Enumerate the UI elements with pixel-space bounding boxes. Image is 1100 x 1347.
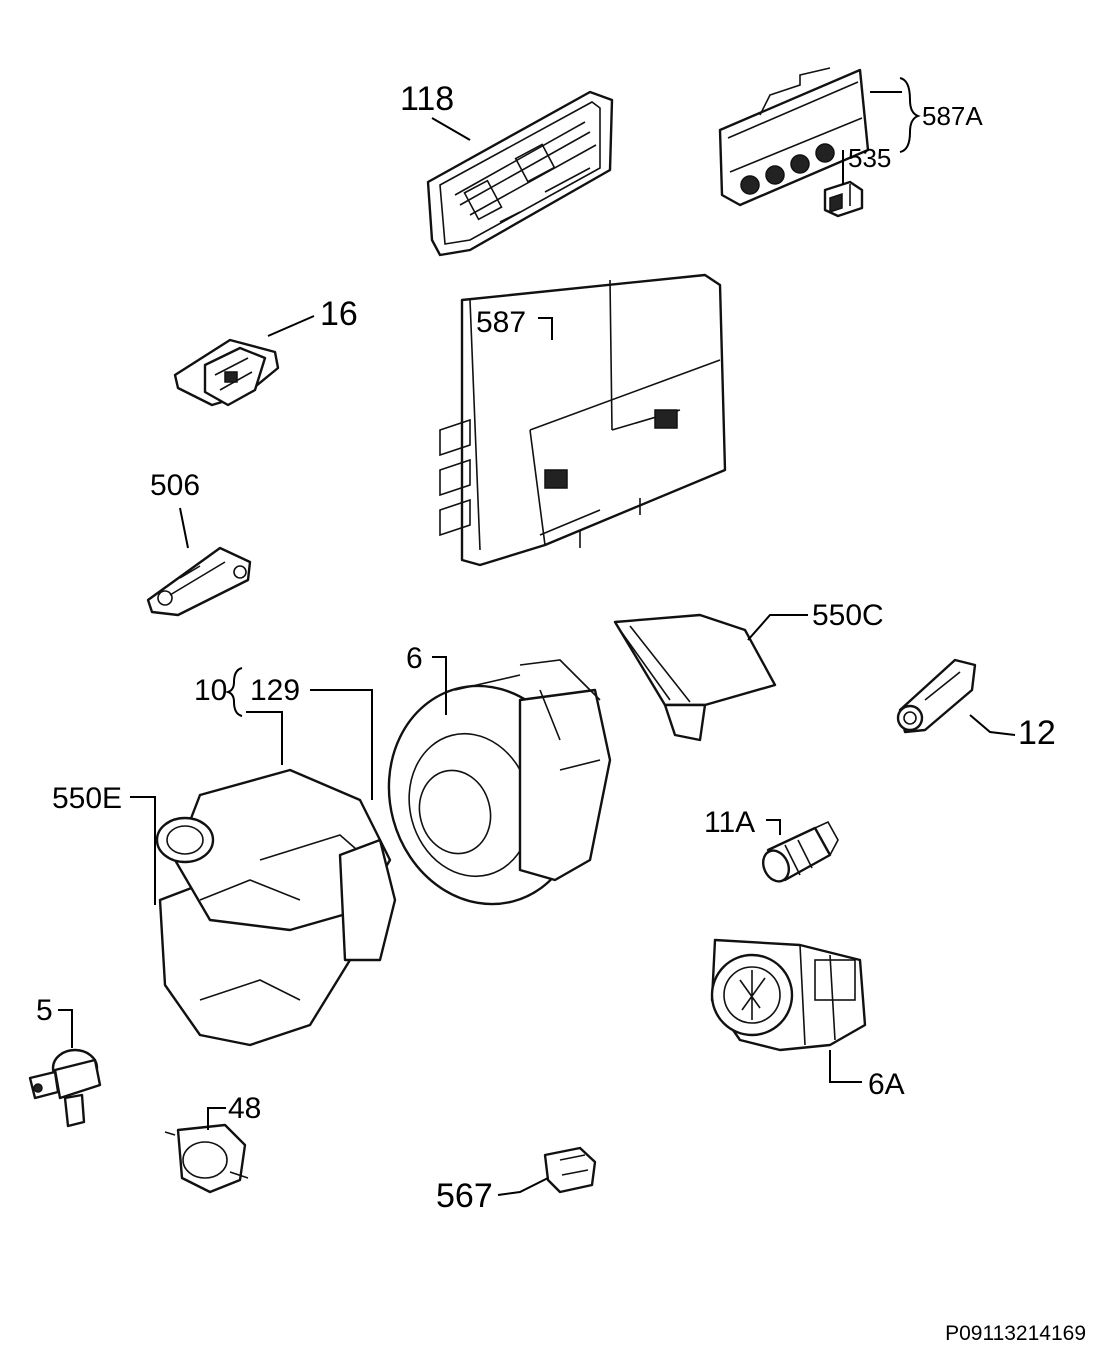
part-567-clip (543, 1146, 597, 1194)
part-6A-drain-pump (710, 938, 867, 1052)
label-506: 506 (150, 469, 200, 502)
part-12-sensor (896, 658, 977, 734)
label-16: 16 (320, 295, 358, 333)
leader-10 (246, 711, 283, 765)
label-48: 48 (228, 1092, 261, 1125)
leader-129 (310, 689, 373, 800)
part-587A-electronic-module (718, 67, 870, 207)
leader-6A (829, 1050, 862, 1083)
label-567: 567 (436, 1177, 493, 1215)
label-587: 587 (476, 306, 526, 339)
leader-567 (497, 1177, 549, 1196)
label-550C: 550C (812, 599, 884, 632)
label-550E: 550E (52, 782, 122, 815)
leader-11A (766, 819, 781, 835)
leader-12 (969, 714, 1016, 736)
label-12: 12 (1018, 714, 1056, 752)
brace-587A (870, 77, 921, 153)
leader-6 (432, 656, 447, 715)
leader-16 (267, 315, 315, 337)
label-587A: 587A (922, 101, 983, 131)
part-506-switch (146, 546, 252, 617)
leader-118 (431, 117, 471, 141)
label-5: 5 (36, 994, 53, 1027)
label-6A: 6A (868, 1068, 905, 1101)
brace-10 (224, 667, 243, 717)
leader-5 (58, 1009, 73, 1048)
diagram-code: P09113214169 (945, 1322, 1086, 1345)
leader-506 (179, 507, 189, 549)
leader-48 (207, 1107, 226, 1130)
part-118-control-board (426, 90, 614, 257)
part-11A-valve (761, 820, 839, 883)
part-535-connector (823, 180, 864, 218)
part-5-inlet-valve (28, 1048, 102, 1128)
label-118: 118 (400, 80, 454, 118)
part-550E-sump-housing (155, 768, 397, 1047)
leader-550E (130, 796, 156, 905)
leader-550C (747, 614, 808, 641)
label-129: 129 (250, 674, 300, 707)
part-587-main-module (439, 273, 727, 567)
part-48-pressure-switch (164, 1123, 249, 1194)
part-6-circulation-pump (387, 659, 612, 906)
label-10: 10 (194, 674, 227, 707)
label-11A: 11A (704, 806, 755, 839)
part-550C-cover (613, 613, 777, 742)
leader-587 (538, 317, 553, 340)
part-16-door-lock (173, 338, 280, 407)
label-6: 6 (406, 642, 423, 675)
label-535: 535 (848, 143, 891, 173)
